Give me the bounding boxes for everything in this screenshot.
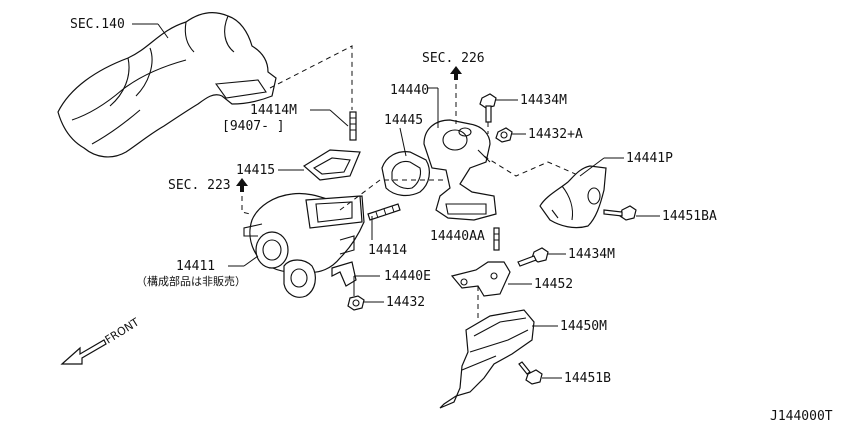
heat-insulator-14450M <box>439 309 535 409</box>
label-14432: 14432 <box>386 295 425 310</box>
label-14451B: 14451B <box>564 371 611 386</box>
label-9407: [9407- ] <box>222 119 285 134</box>
bolt-14434M-top <box>479 93 497 123</box>
stud-14440AA <box>493 227 500 251</box>
label-14434M-top: 14434M <box>520 93 567 108</box>
label-14411: 14411 <box>176 259 215 274</box>
label-14414M: 14414M <box>250 103 297 118</box>
label-14440: 14440 <box>390 83 429 98</box>
label-14452: 14452 <box>534 277 573 292</box>
label-14450M: 14450M <box>560 319 607 334</box>
exhaust-manifold-sec140 <box>57 12 277 158</box>
diagram-code: J144000T <box>770 409 833 424</box>
label-14445: 14445 <box>384 113 423 128</box>
bolt-14434M-mid <box>517 247 549 267</box>
bolt-14451B <box>518 361 543 385</box>
nut-14432A <box>495 127 513 143</box>
front-arrow-icon <box>60 339 107 365</box>
sec223-arrow-icon <box>236 178 248 192</box>
bolt-14451BA <box>603 205 637 221</box>
label-14432A: 14432+A <box>528 127 583 142</box>
label-sec226: SEC. 226 <box>422 51 485 66</box>
label-front: FRONT <box>103 315 142 346</box>
label-14440AA: 14440AA <box>430 229 485 244</box>
gasket-14415 <box>302 149 361 181</box>
label-14411-note: （構成部品は非販売） <box>136 274 246 288</box>
label-sec140: SEC.140 <box>70 17 125 32</box>
label-14440E: 14440E <box>384 269 431 284</box>
bracket-14452 <box>450 261 511 297</box>
heat-insulator-14441P <box>539 165 607 229</box>
exhaust-outlet-14440 <box>423 119 497 221</box>
label-14414: 14414 <box>368 243 407 258</box>
label-14434M-mid: 14434M <box>568 247 615 262</box>
label-14415: 14415 <box>236 163 275 178</box>
label-14451BA: 14451BA <box>662 209 717 224</box>
sec226-arrow-icon <box>450 66 462 80</box>
bracket-14440E <box>331 261 357 287</box>
stud-14414M <box>349 111 357 141</box>
label-14441P: 14441P <box>626 151 673 166</box>
stud-14414 <box>367 203 401 221</box>
nut-14432 <box>347 295 365 311</box>
gasket-14445 <box>381 151 430 197</box>
label-sec223: SEC. 223 <box>168 178 231 193</box>
